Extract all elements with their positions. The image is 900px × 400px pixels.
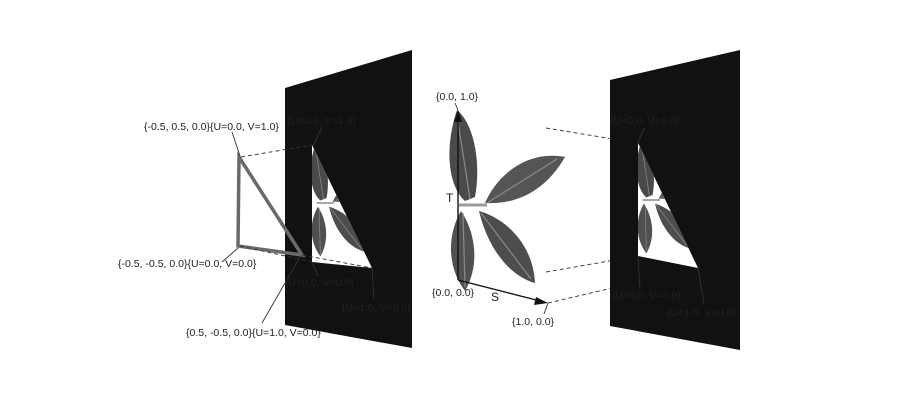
leaf-texture	[447, 108, 567, 293]
s-axis-label: S	[491, 290, 499, 304]
texture-t-max-label: {0.0, 1.0}	[436, 91, 479, 103]
right-mapping: {U=0.0, V=1.0} {U=0.0, V=0.0} {U=1.0, V=…	[610, 50, 740, 350]
left-mapping: {-0.5, 0.5, 0.0}{U=0.0, V=1.0} {-0.5, -0…	[118, 50, 412, 348]
left-panel-top-label: {U=0.0, V=1.0}	[287, 115, 356, 127]
texture-origin-label: {0.0, 0.0}	[432, 287, 475, 299]
right-panel-bottom-left-label: {U=0.0, V=0.0}	[612, 290, 681, 302]
left-vertex-bottom-right-label: {0.5, -0.5, 0.0}{U=1.0, V=0.0}	[186, 327, 321, 339]
left-geometry-triangle	[236, 151, 306, 258]
left-panel-bottom-left-label: {U=0.0, V=0.0}	[285, 277, 354, 289]
texture-s-max-label: {1.0, 0.0}	[512, 316, 555, 328]
left-panel-bottom-right-label: {U=1.0, V=0.0}	[342, 302, 411, 314]
left-vertex-bottom-left-label: {-0.5, -0.5, 0.0}{U=0.0, V=0.0}	[118, 258, 257, 270]
right-texture-panel	[610, 50, 740, 350]
right-panel-bottom-right-label: {U=1.0, V=0.0}	[667, 307, 736, 319]
t-axis-label: T	[446, 191, 454, 205]
s-axis	[457, 279, 541, 302]
right-panel-top-label: {U=0.0, V=1.0}	[610, 115, 679, 127]
left-vertex-top-label: {-0.5, 0.5, 0.0}{U=0.0, V=1.0}	[144, 121, 279, 133]
